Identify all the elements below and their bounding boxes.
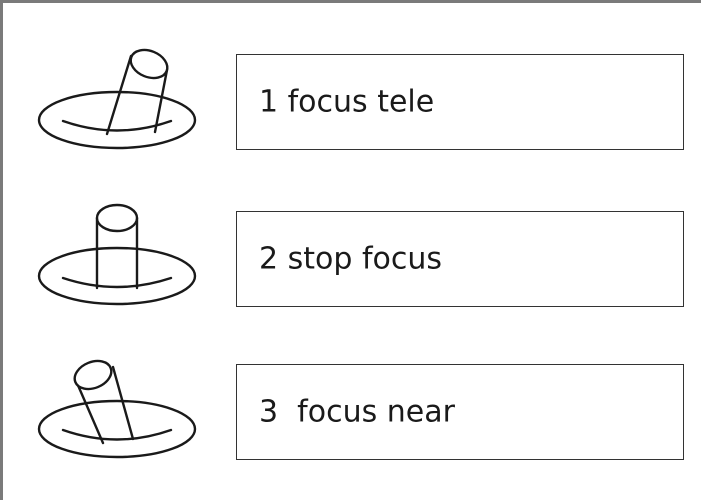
row-stop-focus: 2 stop focus — [0, 200, 701, 310]
label-focus-tele: 1 focus tele — [259, 84, 435, 120]
joystick-tilt-left-icon — [37, 359, 197, 459]
label-box-stop-focus: 2 stop focus — [236, 211, 684, 307]
label-box-focus-tele: 1 focus tele — [236, 54, 684, 150]
row-focus-near: 3 focus near — [0, 353, 701, 463]
label-box-focus-near: 3 focus near — [236, 364, 684, 460]
label-focus-near: 3 focus near — [259, 394, 455, 430]
joystick-center-icon — [37, 203, 197, 306]
row-focus-tele: 1 focus tele — [0, 44, 701, 154]
joystick-tilt-right-icon — [37, 48, 197, 150]
label-stop-focus: 2 stop focus — [259, 241, 443, 277]
